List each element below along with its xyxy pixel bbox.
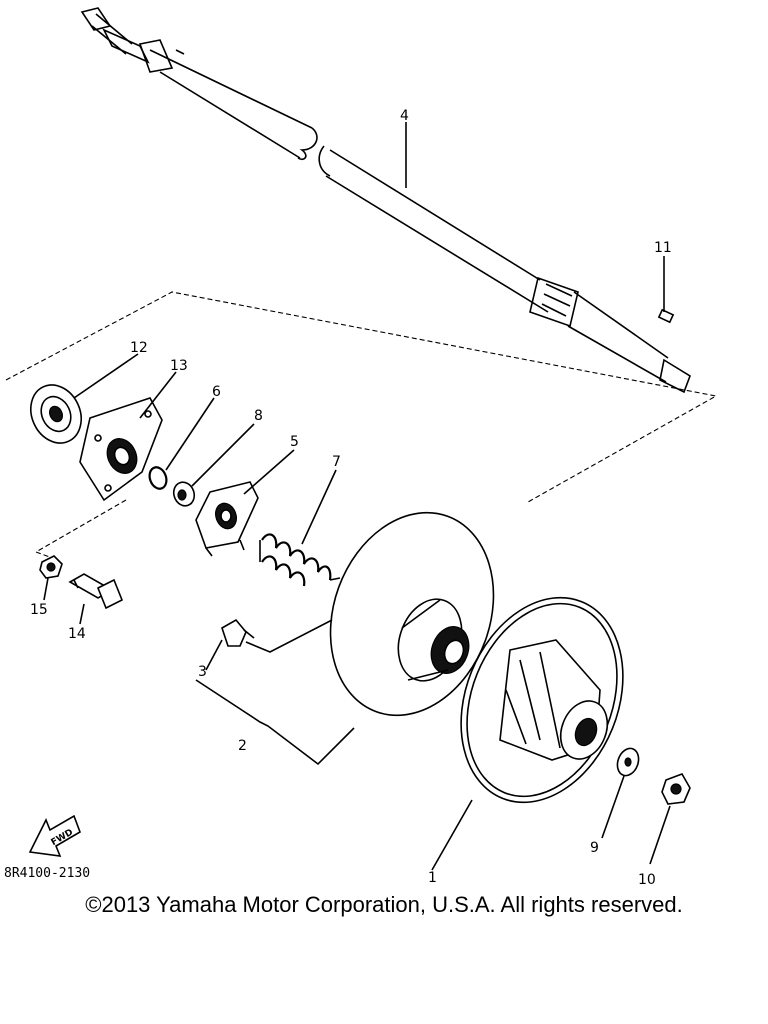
copyright-notice: ©2013 Yamaha Motor Corporation, U.S.A. A…: [85, 892, 683, 917]
sliding-sheave: [460, 596, 624, 804]
callout-7: 7: [332, 454, 341, 470]
callout-5: 5: [290, 434, 299, 450]
slider-pin: [221, 618, 255, 647]
callout-11: 11: [654, 240, 672, 256]
leader-lines: [43, 122, 671, 871]
callout-labels: 1 2 3 4 5 6 7 8 9 10 11 12 13 14 15: [30, 108, 672, 888]
callout-14: 14: [68, 626, 86, 642]
spacer-collar: [172, 481, 196, 507]
bolt: [68, 573, 124, 610]
bracket-plate: [79, 397, 163, 502]
callout-6: 6: [212, 384, 221, 400]
callout-1: 1: [428, 870, 437, 886]
shaft-lower-section: [318, 145, 691, 394]
nut-small: [39, 555, 63, 579]
callout-9: 9: [590, 840, 599, 856]
callout-8: 8: [254, 408, 263, 424]
callout-3: 3: [198, 664, 207, 680]
callout-15: 15: [30, 602, 48, 618]
part-number: 8R4100-2130: [4, 866, 91, 881]
callout-12: 12: [130, 340, 148, 356]
callout-10: 10: [638, 872, 656, 888]
assembly-outline: [5, 291, 718, 561]
washer: [616, 747, 640, 777]
callout-13: 13: [170, 358, 188, 374]
compression-spring: [259, 533, 341, 587]
callout-2: 2: [238, 738, 247, 754]
torque-cam: [195, 481, 259, 557]
shaft-upper-section: [80, 7, 318, 161]
snap-ring: [148, 466, 168, 490]
nut-large: [661, 773, 691, 805]
callout-4: 4: [400, 108, 409, 124]
fwd-arrow-icon: FWD: [28, 814, 81, 857]
bearing: [30, 384, 82, 444]
fixed-sheave: [329, 511, 495, 717]
